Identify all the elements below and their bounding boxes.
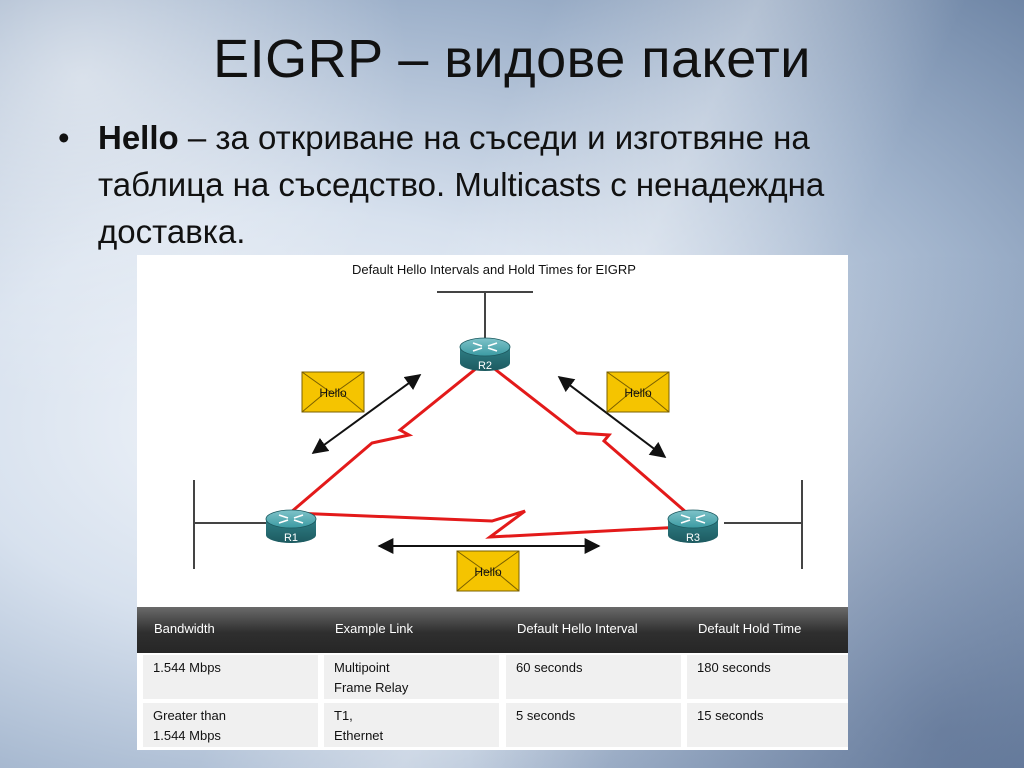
table-cell: Greater than 1.544 Mbps: [143, 703, 318, 747]
envelope-right: Hello: [606, 371, 670, 413]
cell-text: 180 seconds: [697, 660, 771, 675]
diagram-caption: Default Hello Intervals and Hold Times f…: [352, 262, 636, 277]
table-cell: 60 seconds: [506, 655, 681, 699]
bullet-dot: •: [58, 119, 70, 156]
envelope-left: Hello: [301, 371, 365, 413]
router-arrows-icon: [680, 514, 706, 524]
cell-text: Greater than: [153, 708, 226, 723]
arrow-r1-r2: [311, 374, 422, 454]
cell-text: T1,: [334, 708, 353, 723]
cell-text: Multipoint: [334, 660, 390, 675]
bullet-text: Hello – за откриване на съседи и изготвя…: [98, 114, 938, 255]
cell-text: Ethernet: [334, 728, 384, 743]
envelope-label: Hello: [474, 565, 502, 579]
router-r3: R3: [667, 509, 719, 544]
column-header: Default Hold Time: [698, 621, 802, 636]
table-cell: Multipoint Frame Relay: [324, 655, 499, 699]
envelope-bottom: Hello: [456, 550, 520, 592]
table-cell: 15 seconds: [687, 703, 848, 747]
arrow-r2-r3: [557, 376, 667, 458]
cell-text: Frame Relay: [334, 680, 409, 695]
column-header: Default Hello Interval: [517, 621, 638, 636]
table-row: 1.544 Mbps Multipoint Frame Relay 60 sec…: [137, 653, 848, 701]
router-r2: R2: [459, 337, 511, 372]
bullet-bold-term: Hello: [98, 119, 179, 156]
envelope-label: Hello: [319, 386, 347, 400]
hello-arrows: [311, 374, 667, 554]
envelope-label: Hello: [624, 386, 652, 400]
link-r1-r3: [292, 509, 684, 539]
table-cell: 5 seconds: [506, 703, 681, 747]
router-arrows-icon: [278, 514, 304, 524]
router-label: R1: [284, 532, 298, 544]
table-cell: 1.544 Mbps: [143, 655, 318, 699]
network-diagram: Default Hello Intervals and Hold Times f…: [193, 262, 803, 592]
column-header: Bandwidth: [154, 621, 215, 636]
cell-text: 15 seconds: [697, 708, 764, 723]
slide-title: EIGRP – видове пакети: [213, 29, 811, 89]
cell-text: 1.544 Mbps: [153, 728, 221, 743]
router-r1: R1: [265, 509, 317, 544]
eigrp-figure: Default Hello Intervals and Hold Times f…: [137, 255, 848, 750]
router-label: R3: [686, 532, 700, 544]
router-arrows-icon: [472, 342, 498, 352]
cell-text: 1.544 Mbps: [153, 660, 221, 675]
column-header: Example Link: [335, 621, 414, 636]
cell-text: 5 seconds: [516, 708, 576, 723]
bullet-description: – за откриване на съседи и изготвяне на …: [98, 119, 825, 250]
table-cell: T1, Ethernet: [324, 703, 499, 747]
cell-text: 60 seconds: [516, 660, 583, 675]
table-cell: 180 seconds: [687, 655, 848, 699]
lan-segments: [193, 291, 803, 569]
table-row: Greater than 1.544 Mbps T1, Ethernet 5 s…: [137, 701, 848, 749]
bullet-item: • Hello – за откриване на съседи и изгот…: [58, 114, 938, 255]
table-header: Bandwidth Example Link Default Hello Int…: [137, 607, 848, 653]
router-label: R2: [478, 360, 492, 372]
